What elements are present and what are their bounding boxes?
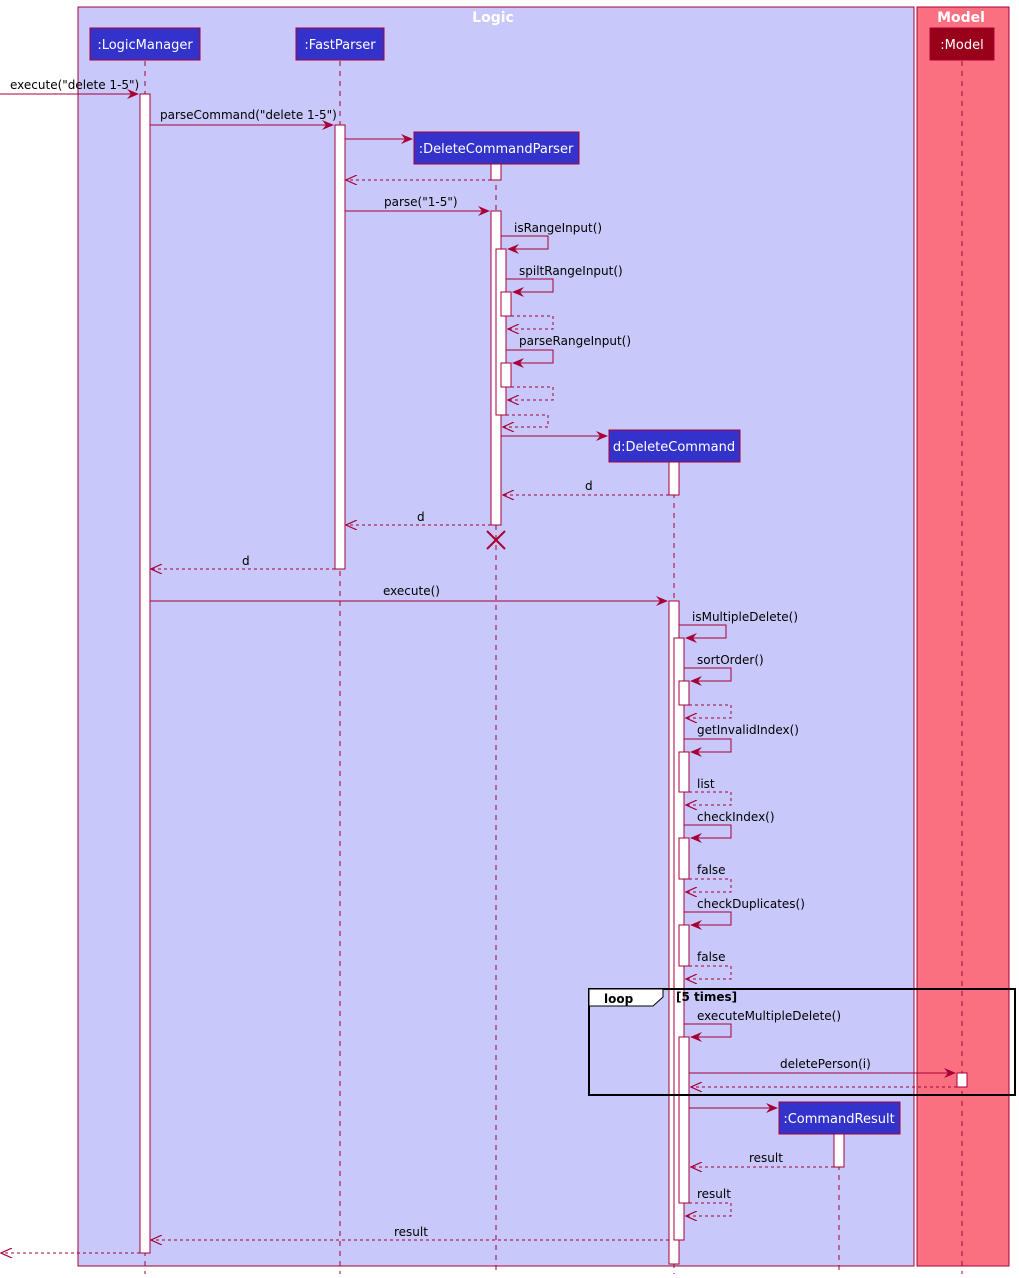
activation-bar [334,124,346,570]
message-label: result [697,1187,731,1201]
message-label: checkIndex() [697,810,775,824]
activation-bar [956,1072,968,1088]
loop-fragment [588,988,1016,1096]
self-return-arrow [508,315,554,329]
self-message-arrow [679,624,727,643]
loop-fragment-tab [588,988,664,1007]
loop-keyword: loop [604,992,634,1006]
message-label: parse("1-5") [384,195,458,209]
activation-bar [500,291,512,317]
message-label: getInvalidIndex() [697,723,799,737]
message-label: list [697,777,715,791]
self-message-arrow [684,911,732,930]
activation-bar [678,924,690,967]
model-box [916,6,1010,1267]
model-box-title: Model [937,10,985,26]
activation-bar [833,1133,845,1168]
activation-bar [495,248,507,416]
self-return-arrow [686,965,732,979]
message-label: sortOrder() [697,653,764,667]
self-return-arrow [686,791,732,805]
message-label: parseRangeInput() [519,334,631,348]
message-label: d [242,554,250,568]
participant-fast-parser-label: :FastParser [304,38,376,53]
self-return-arrow [686,1202,732,1216]
message-label: executeMultipleDelete() [697,1009,841,1023]
message-label: checkDuplicates() [697,897,805,911]
message-label: isRangeInput() [514,221,602,235]
activation-bar [500,362,512,388]
self-message-arrow [684,738,732,757]
message-label: deletePerson(i) [780,1057,871,1071]
activation-bar [678,1036,690,1204]
destroy-marker [486,530,506,550]
message-label: isMultipleDelete() [692,610,798,624]
message-label: execute() [383,584,440,598]
self-return-arrow [686,704,732,718]
activation-bar [678,680,690,706]
activation-bar [139,93,151,1254]
self-message-arrow [501,235,549,254]
message-label: d [585,479,593,493]
message-label: result [749,1151,783,1165]
self-return-arrow [508,386,554,400]
self-message-arrow [506,349,554,368]
message-label: spiltRangeInput() [519,264,623,278]
logic-box-title: Logic [472,10,514,26]
loop-condition: [5 times] [676,990,737,1004]
message-label: false [697,863,726,877]
participant-model [929,27,995,61]
message-label: false [697,950,726,964]
self-message-arrow [684,1023,732,1042]
self-return-arrow [503,414,549,427]
activation-bar [490,163,502,181]
self-message-arrow [506,278,554,297]
participant-delete-command-parser-label: :DeleteCommandParser [419,142,574,157]
participant-delete-command-parser [413,131,580,165]
message-label: parseCommand("delete 1-5") [160,108,337,122]
participant-fast-parser [295,27,385,61]
self-message-arrow [684,667,732,686]
participant-model-label: :Model [940,38,983,53]
message-label: d [417,510,425,524]
participant-logic-manager-label: :LogicManager [97,38,193,53]
activation-bar [668,461,680,496]
activation-bar [678,837,690,880]
participant-command-result-label: :CommandResult [783,1112,894,1127]
participant-delete-command-label: d:DeleteCommand [613,440,735,455]
participant-logic-manager [89,27,201,61]
self-return-arrow [686,878,732,892]
activation-bar [678,751,690,793]
message-label: execute("delete 1-5") [10,78,139,92]
message-label: result [394,1225,428,1239]
self-message-arrow [684,824,732,843]
